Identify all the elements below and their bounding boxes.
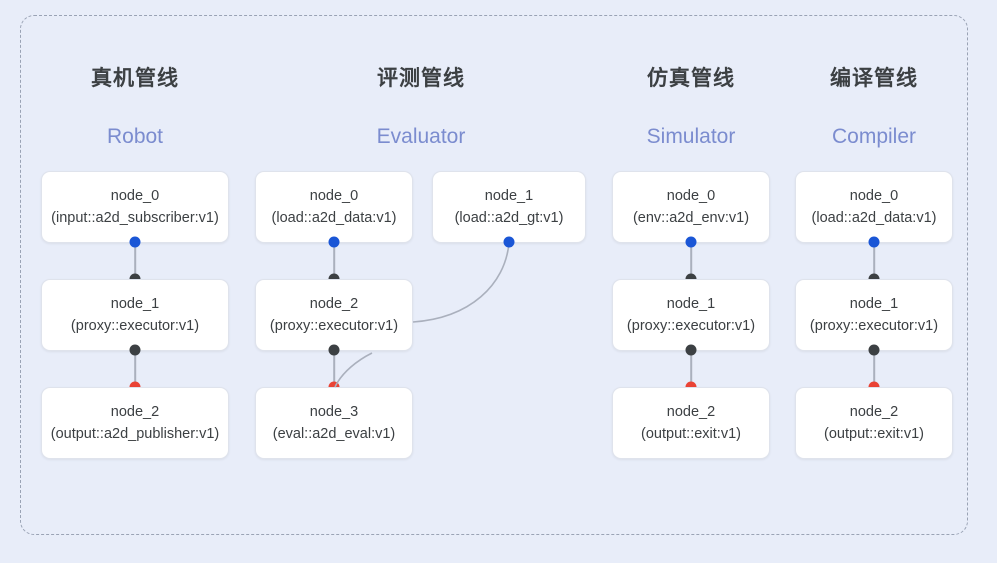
edge-simulator-0-1 <box>690 242 692 279</box>
node-spec: (proxy::executor:v1) <box>809 318 939 334</box>
node-spec: (eval::a2d_eval:v1) <box>272 426 396 442</box>
port-output-icon <box>129 236 141 248</box>
port-output-icon <box>868 236 880 248</box>
column-title-cn-simulator: 仿真管线 <box>647 67 735 90</box>
port-output-icon <box>503 236 515 248</box>
node-spec: (load::a2d_data:v1) <box>811 210 937 226</box>
node-name: node_0 <box>309 187 359 204</box>
node-spec: (output::exit:v1) <box>641 426 741 442</box>
port-output-icon <box>685 236 697 248</box>
node-compiler-0[interactable]: node_0 (load::a2d_data:v1) <box>795 171 953 243</box>
node-robot-0[interactable]: node_0 (input::a2d_subscriber:v1) <box>41 171 229 243</box>
edge-robot-0-1 <box>134 242 136 279</box>
column-title-cn-compiler: 编译管线 <box>830 67 918 90</box>
node-evaluator-2[interactable]: node_2 (proxy::executor:v1) <box>255 279 413 351</box>
node-evaluator-3[interactable]: node_3 (eval::a2d_eval:v1) <box>255 387 413 459</box>
column-title-en-evaluator: Evaluator <box>376 125 466 148</box>
node-name: node_0 <box>110 187 160 204</box>
column-title-cn-robot: 真机管线 <box>91 67 179 90</box>
node-name: node_1 <box>110 295 160 312</box>
column-title-cn-evaluator: 评测管线 <box>377 67 465 90</box>
column-title-en-compiler: Compiler <box>831 125 917 148</box>
edge-simulator-1-2 <box>690 350 692 387</box>
node-name: node_1 <box>484 187 534 204</box>
node-name: node_2 <box>849 403 899 420</box>
node-spec: (proxy::executor:v1) <box>626 318 756 334</box>
node-evaluator-0[interactable]: node_0 (load::a2d_data:v1) <box>255 171 413 243</box>
node-name: node_1 <box>666 295 716 312</box>
edge-executor-to-eval <box>334 352 373 388</box>
node-spec: (output::exit:v1) <box>824 426 924 442</box>
port-input-icon <box>328 344 340 356</box>
edge-evaluator-2-3 <box>333 350 335 387</box>
node-spec: (load::a2d_gt:v1) <box>454 210 564 226</box>
port-input-icon <box>129 344 141 356</box>
port-input-icon <box>685 344 697 356</box>
edge-compiler-0-1 <box>873 242 875 279</box>
node-name: node_0 <box>849 187 899 204</box>
port-input-icon <box>868 344 880 356</box>
node-simulator-1[interactable]: node_1 (proxy::executor:v1) <box>612 279 770 351</box>
node-evaluator-1[interactable]: node_1 (load::a2d_gt:v1) <box>432 171 586 243</box>
node-compiler-2[interactable]: node_2 (output::exit:v1) <box>795 387 953 459</box>
node-robot-2[interactable]: node_2 (output::a2d_publisher:v1) <box>41 387 229 459</box>
node-name: node_0 <box>666 187 716 204</box>
node-spec: (output::a2d_publisher:v1) <box>50 426 220 442</box>
node-simulator-2[interactable]: node_2 (output::exit:v1) <box>612 387 770 459</box>
node-spec: (env::a2d_env:v1) <box>632 210 750 226</box>
node-compiler-1[interactable]: node_1 (proxy::executor:v1) <box>795 279 953 351</box>
node-name: node_2 <box>110 403 160 420</box>
edge-compiler-1-2 <box>873 350 875 387</box>
node-spec: (proxy::executor:v1) <box>70 318 200 334</box>
column-title-en-simulator: Simulator <box>646 125 736 148</box>
node-spec: (proxy::executor:v1) <box>269 318 399 334</box>
edge-gt-to-executor <box>412 242 510 323</box>
column-title-en-robot: Robot <box>106 125 164 148</box>
node-name: node_1 <box>849 295 899 312</box>
node-spec: (load::a2d_data:v1) <box>271 210 397 226</box>
edge-robot-1-2 <box>134 350 136 387</box>
node-name: node_2 <box>309 295 359 312</box>
node-robot-1[interactable]: node_1 (proxy::executor:v1) <box>41 279 229 351</box>
node-spec: (input::a2d_subscriber:v1) <box>51 210 219 226</box>
port-output-icon <box>328 236 340 248</box>
node-name: node_3 <box>309 403 359 420</box>
node-name: node_2 <box>666 403 716 420</box>
edge-evaluator-0-2 <box>333 242 335 279</box>
node-simulator-0[interactable]: node_0 (env::a2d_env:v1) <box>612 171 770 243</box>
